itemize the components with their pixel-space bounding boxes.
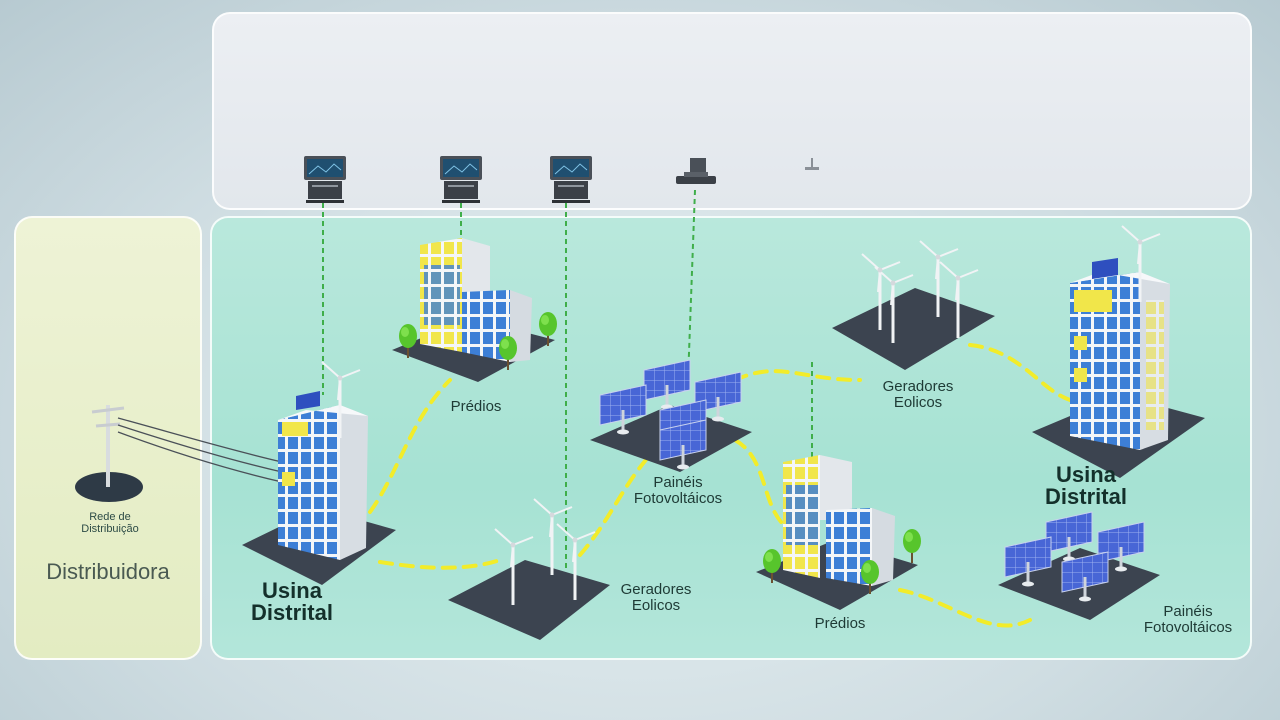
computer-icon[interactable] [439,155,483,204]
label-predios: Prédios [450,398,502,415]
sensor-icon [805,158,819,170]
computer-icon[interactable] [549,155,593,204]
control-panel [212,12,1252,210]
label-paineis-fotovoltaicos: Painéis Fotovoltáicos [633,474,723,507]
solar-panel-icon [590,358,752,472]
label-rede-distribuicao: Rede de Distribuição [81,511,139,535]
label-predios: Prédios [814,615,866,632]
label-usina-distrital: Usina Distrital [1045,462,1127,509]
label-distribuidora: Distribuidora [46,559,170,584]
building-icon [242,360,396,585]
utility-pole-icon [75,405,283,502]
solar-panel-icon [998,510,1160,620]
printer-icon[interactable] [676,158,716,184]
label-paineis-fotovoltaicos: Painéis Fotovoltáicos [1143,603,1233,636]
wind-turbine-icon [448,497,610,640]
wind-turbine-icon [832,239,995,370]
label-geradores-eolicos: Geradores Eolicos [882,378,954,411]
label-geradores-eolicos: Geradores Eolicos [620,581,692,614]
computer-icon[interactable] [303,155,347,204]
building-icon [756,455,922,610]
label-usina-distrital: Usina Distrital [251,578,333,625]
control-links [322,189,813,570]
power-links [368,343,1072,628]
building-icon [392,238,558,382]
building-icon [1032,224,1205,478]
